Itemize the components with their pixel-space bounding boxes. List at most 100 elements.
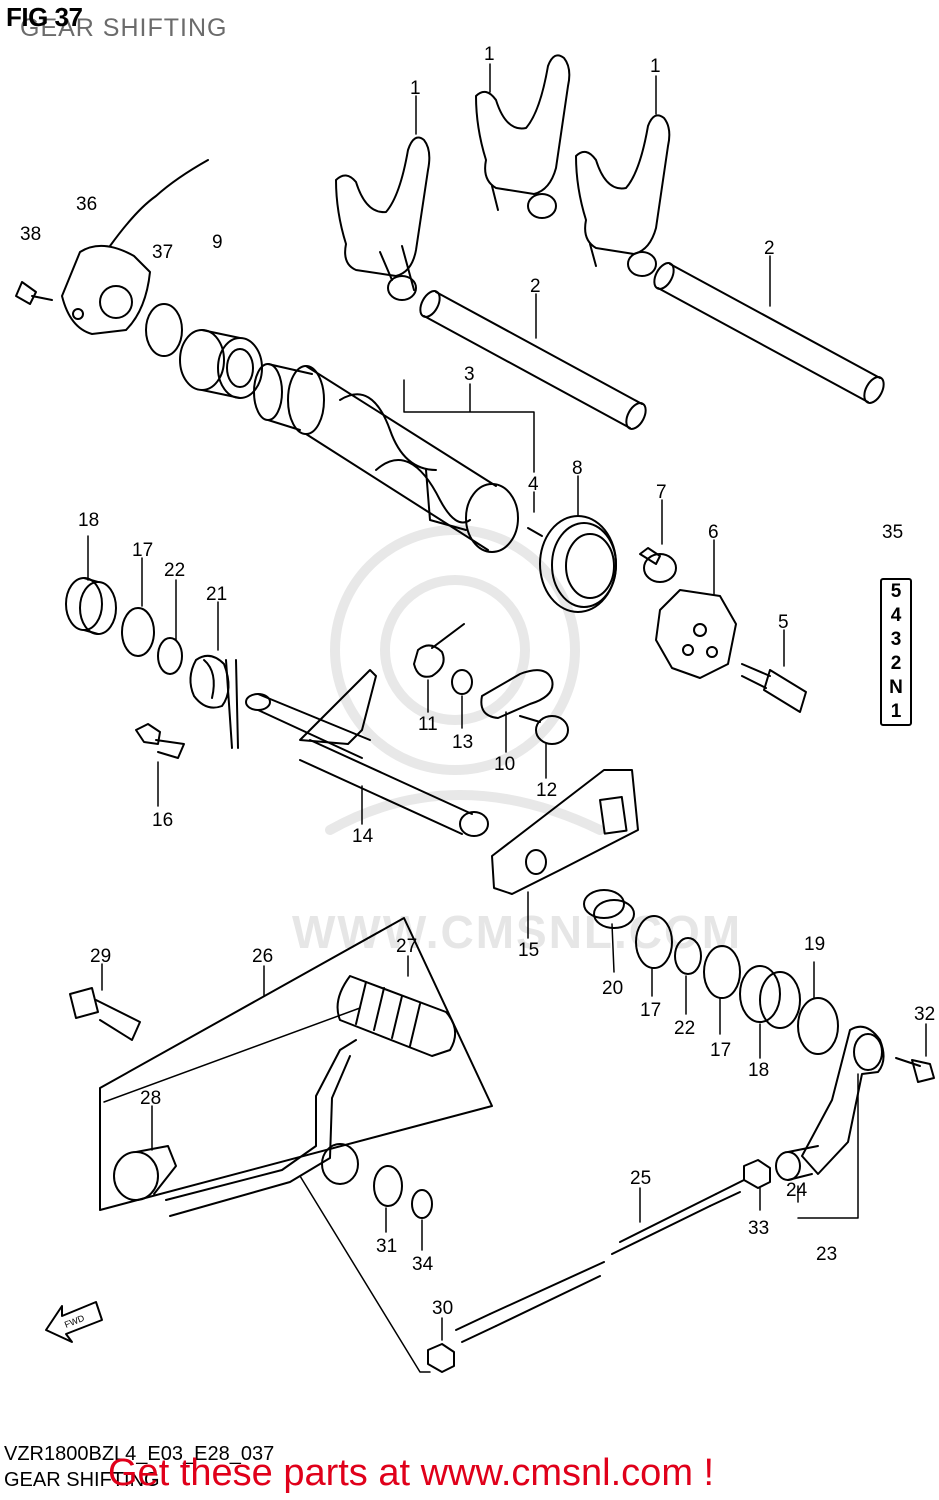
return-spring-21	[189, 654, 239, 749]
gear-indicator-4: 4	[890, 605, 902, 626]
shaft-29	[69, 987, 141, 1041]
callout-29: 29	[90, 946, 111, 967]
callout-28: 28	[140, 1088, 161, 1109]
callout-10: 10	[494, 754, 515, 775]
callout-20: 20	[602, 978, 623, 999]
washer-17-b	[703, 945, 741, 999]
callout-25: 25	[630, 1168, 651, 1189]
clip-34	[411, 1189, 433, 1219]
callout-35: 35	[882, 522, 903, 543]
callout-15: 15	[518, 940, 539, 961]
bolt-38	[15, 281, 53, 305]
gearshift-arm-23	[801, 1025, 885, 1175]
callout-33: 33	[748, 1218, 769, 1239]
callout-8: 8	[572, 458, 583, 479]
o-ring-37	[145, 303, 183, 357]
watermark-text: WWW.CMSNL.COM	[292, 906, 743, 958]
joint-24	[775, 1145, 819, 1181]
diagram-title: GEAR SHIFTING	[20, 14, 228, 42]
callout-17b: 17	[640, 1000, 661, 1021]
washer-17-a	[635, 915, 673, 969]
callout-31: 31	[376, 1236, 397, 1257]
callout-1a: 1	[410, 78, 421, 99]
fork-shaft-left	[419, 290, 647, 430]
shift-pedal-26	[165, 1039, 359, 1217]
callout-12: 12	[536, 780, 557, 801]
callout-32: 32	[914, 1004, 935, 1025]
shift-rod-25	[455, 1179, 745, 1343]
callout-13: 13	[452, 732, 473, 753]
bearing-8	[539, 515, 617, 613]
callout-21: 21	[206, 584, 227, 605]
gear-indicator-3: 3	[890, 629, 902, 650]
circlip-22-right	[674, 937, 702, 975]
callout-24: 24	[786, 1180, 808, 1201]
callout-9: 9	[212, 232, 223, 253]
gear-position-sensor	[61, 159, 209, 335]
cam-stopper-5	[741, 663, 807, 713]
callout-3: 3	[464, 364, 475, 385]
callout-27: 27	[396, 936, 417, 957]
bolt-32	[895, 1057, 935, 1083]
callout-5: 5	[778, 612, 789, 633]
callout-numbers: 1 1 1 2 2 3 4 5 6 7 8 9 10 11 12 13 14 1…	[20, 44, 935, 1319]
footer-title: GEAR SHIFTING	[4, 1469, 160, 1491]
callout-17c: 17	[710, 1040, 731, 1061]
cam-plate-6	[655, 589, 737, 679]
callout-11: 11	[418, 714, 438, 735]
callout-23: 23	[816, 1244, 837, 1265]
callout-2b: 2	[764, 238, 775, 259]
callout-17a: 17	[132, 540, 153, 561]
callout-14: 14	[352, 826, 374, 847]
stud-16	[135, 723, 185, 759]
bolt-12	[519, 715, 569, 745]
callout-1b: 1	[484, 44, 495, 65]
callout-19: 19	[804, 934, 825, 955]
gear-indicator-n: N	[889, 677, 903, 698]
fork-shaft-right	[653, 262, 885, 404]
oil-seal-19	[797, 997, 839, 1055]
foot-peg-rubber-27	[336, 975, 457, 1057]
watermark-emblem	[325, 525, 605, 835]
callout-26: 26	[252, 946, 273, 967]
gear-indicator-5: 5	[890, 581, 902, 602]
washer-13	[451, 669, 473, 695]
callout-18b: 18	[748, 1060, 769, 1081]
shift-fork-middle	[475, 54, 571, 219]
needle-bearing-18-right	[739, 965, 801, 1029]
fwd-arrow-icon	[45, 1301, 103, 1343]
needle-bearing-9	[179, 329, 263, 399]
spring-11	[413, 623, 465, 678]
promo-link[interactable]: Get these parts at www.cmsnl.com !	[108, 1452, 715, 1494]
pedal-group-frame	[99, 917, 493, 1211]
circlip-22-left	[157, 637, 183, 675]
callout-34: 34	[412, 1254, 434, 1275]
gearshift-shaft-14	[245, 669, 489, 837]
needle-bearing-18-left	[65, 577, 117, 635]
nut-33	[743, 1159, 771, 1189]
gear-position-indicator: 5 4 3 2 N 1	[880, 578, 912, 726]
shift-fork-right	[575, 114, 671, 277]
shift-fork-left	[335, 136, 431, 301]
callout-18a: 18	[78, 510, 99, 531]
callout-2a: 2	[530, 276, 541, 297]
gearshift-cam	[253, 363, 519, 553]
diagram-code: VZR1800BZL4_E03_E28_037	[4, 1443, 275, 1465]
shift-arm-10	[480, 669, 554, 719]
callout-30: 30	[432, 1298, 453, 1319]
figure-label: FIG 37	[6, 2, 83, 32]
washer-17-left	[121, 607, 155, 657]
washer-31	[373, 1165, 403, 1207]
callout-22b: 22	[674, 1018, 695, 1039]
spring-20	[583, 889, 635, 929]
callout-36: 36	[76, 194, 97, 215]
callout-38: 38	[20, 224, 41, 245]
cam-pin	[527, 527, 543, 537]
gearshift-link-15	[491, 769, 639, 895]
screw-7	[639, 547, 677, 583]
callout-4: 4	[528, 474, 539, 495]
callout-1c: 1	[650, 56, 661, 77]
callout-16: 16	[152, 810, 173, 831]
nut-30	[427, 1343, 455, 1373]
